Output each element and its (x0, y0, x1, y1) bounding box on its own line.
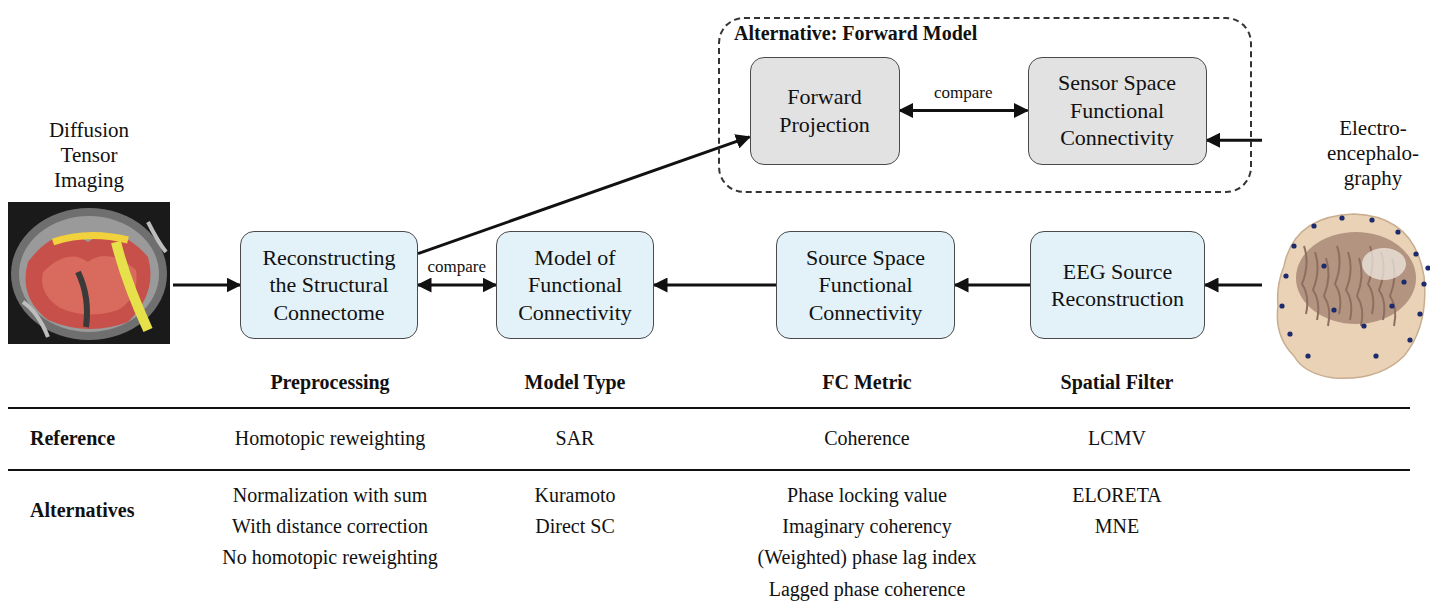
table-heading: Model Type (525, 370, 626, 394)
electrode-dot (1417, 311, 1422, 316)
table-cell: SAR (556, 426, 595, 450)
illustration-part (1346, 252, 1351, 320)
source-label: Diffusion Tensor Imaging (27, 118, 151, 194)
table-cell: ELORETA (1072, 483, 1162, 507)
table-cell: Normalization with sum (233, 483, 427, 507)
illustration-part (19, 216, 159, 332)
table-cell: No homotopic reweighting (222, 545, 438, 569)
table-cell: LCMV (1088, 426, 1146, 450)
electrode-dot (1287, 331, 1292, 336)
electrode-dot (1421, 281, 1426, 286)
table-cell: Coherence (824, 426, 910, 450)
dti-source: Diffusion Tensor Imaging (5, 118, 173, 346)
connector-arrow (955, 284, 1030, 287)
illustration-part (1357, 258, 1362, 326)
electrode-dot (1425, 265, 1430, 270)
process-box: Sensor Space Functional Connectivity (1028, 57, 1207, 165)
process-box: Forward Projection (750, 57, 900, 165)
edge-label: compare (425, 257, 490, 277)
table-cell: Kuramoto (534, 483, 615, 507)
box-label: Reconstructing the Structural Connectome (249, 244, 409, 327)
table-heading: Alternatives (30, 498, 134, 522)
electrode-dot (1321, 263, 1326, 268)
electrode-dot (1331, 307, 1336, 312)
table-cell: (Weighted) phase lag index (758, 545, 977, 569)
eeg-source: Electro- encephalo- graphy (1262, 116, 1430, 382)
illustration-part (1302, 246, 1307, 314)
illustration-part (26, 235, 151, 329)
illustration-part (1335, 246, 1340, 314)
connector-arrow (418, 284, 496, 287)
illustration-part (8, 202, 170, 344)
table-rule (8, 469, 1410, 471)
table-rule (8, 407, 1410, 409)
box-label: Sensor Space Functional Connectivity (1037, 69, 1198, 152)
electrode-dot (1361, 323, 1366, 328)
illustration-part (1277, 214, 1425, 378)
table-cell: Phase locking value (787, 483, 947, 507)
illustration-part (78, 272, 87, 327)
eeg-head-image (1264, 206, 1430, 382)
illustration-part (1296, 232, 1416, 324)
illustration-part (23, 222, 166, 337)
electrode-dot (1407, 337, 1412, 342)
electrode-dot (1311, 223, 1316, 228)
electrode-dot (1339, 215, 1344, 220)
table-cell: Homotopic reweighting (235, 426, 426, 450)
connector-arrow (900, 109, 1028, 112)
table-cell: MNE (1095, 514, 1139, 538)
box-label: Source Space Functional Connectivity (785, 244, 946, 327)
electrode-dot (1413, 251, 1418, 256)
forward-model-group: Alternative: Forward ModelForward Projec… (718, 17, 1252, 193)
electrode-dot (1369, 217, 1374, 222)
process-box: EEG Source Reconstruction (1030, 231, 1205, 339)
table-heading: Spatial Filter (1061, 370, 1174, 394)
table-heading: FC Metric (822, 370, 911, 394)
illustration-part (1313, 252, 1318, 320)
connector-arrow (654, 284, 776, 287)
source-label: Electro- encephalo- graphy (1314, 116, 1432, 192)
process-box: Reconstructing the Structural Connectome (240, 231, 418, 339)
connector-arrow (173, 284, 240, 287)
electrode-dot (1395, 229, 1400, 234)
illustration-part (53, 235, 128, 242)
group-title: Alternative: Forward Model (734, 22, 977, 45)
table-heading: Reference (30, 426, 115, 450)
connector-arrow (1207, 139, 1263, 142)
edge-label: compare (931, 83, 996, 103)
electrode-dot (1283, 273, 1288, 278)
table-cell: With distance correction (232, 514, 428, 538)
electrode-dot (1291, 243, 1296, 248)
table-cell: Direct SC (535, 514, 614, 538)
dti-image (8, 202, 170, 344)
table-heading: Preprocessing (270, 370, 389, 394)
illustration-part (1362, 248, 1406, 280)
process-box: Model of Functional Connectivity (496, 231, 654, 339)
connector-arrow (1205, 284, 1262, 287)
electrode-dot (1305, 353, 1310, 358)
box-label: EEG Source Reconstruction (1039, 258, 1196, 313)
table-cell: Imaginary coherency (782, 514, 951, 538)
box-label: Forward Projection (759, 83, 891, 138)
electrode-dot (1279, 303, 1284, 308)
illustration-part (116, 242, 148, 330)
illustration-part (11, 208, 167, 340)
electrode-dot (1373, 353, 1378, 358)
electrode-dot (1389, 303, 1394, 308)
table-cell: Lagged phase coherence (769, 577, 966, 601)
process-box: Source Space Functional Connectivity (776, 231, 955, 339)
electrode-dot (1401, 279, 1406, 284)
box-label: Model of Functional Connectivity (505, 244, 645, 327)
